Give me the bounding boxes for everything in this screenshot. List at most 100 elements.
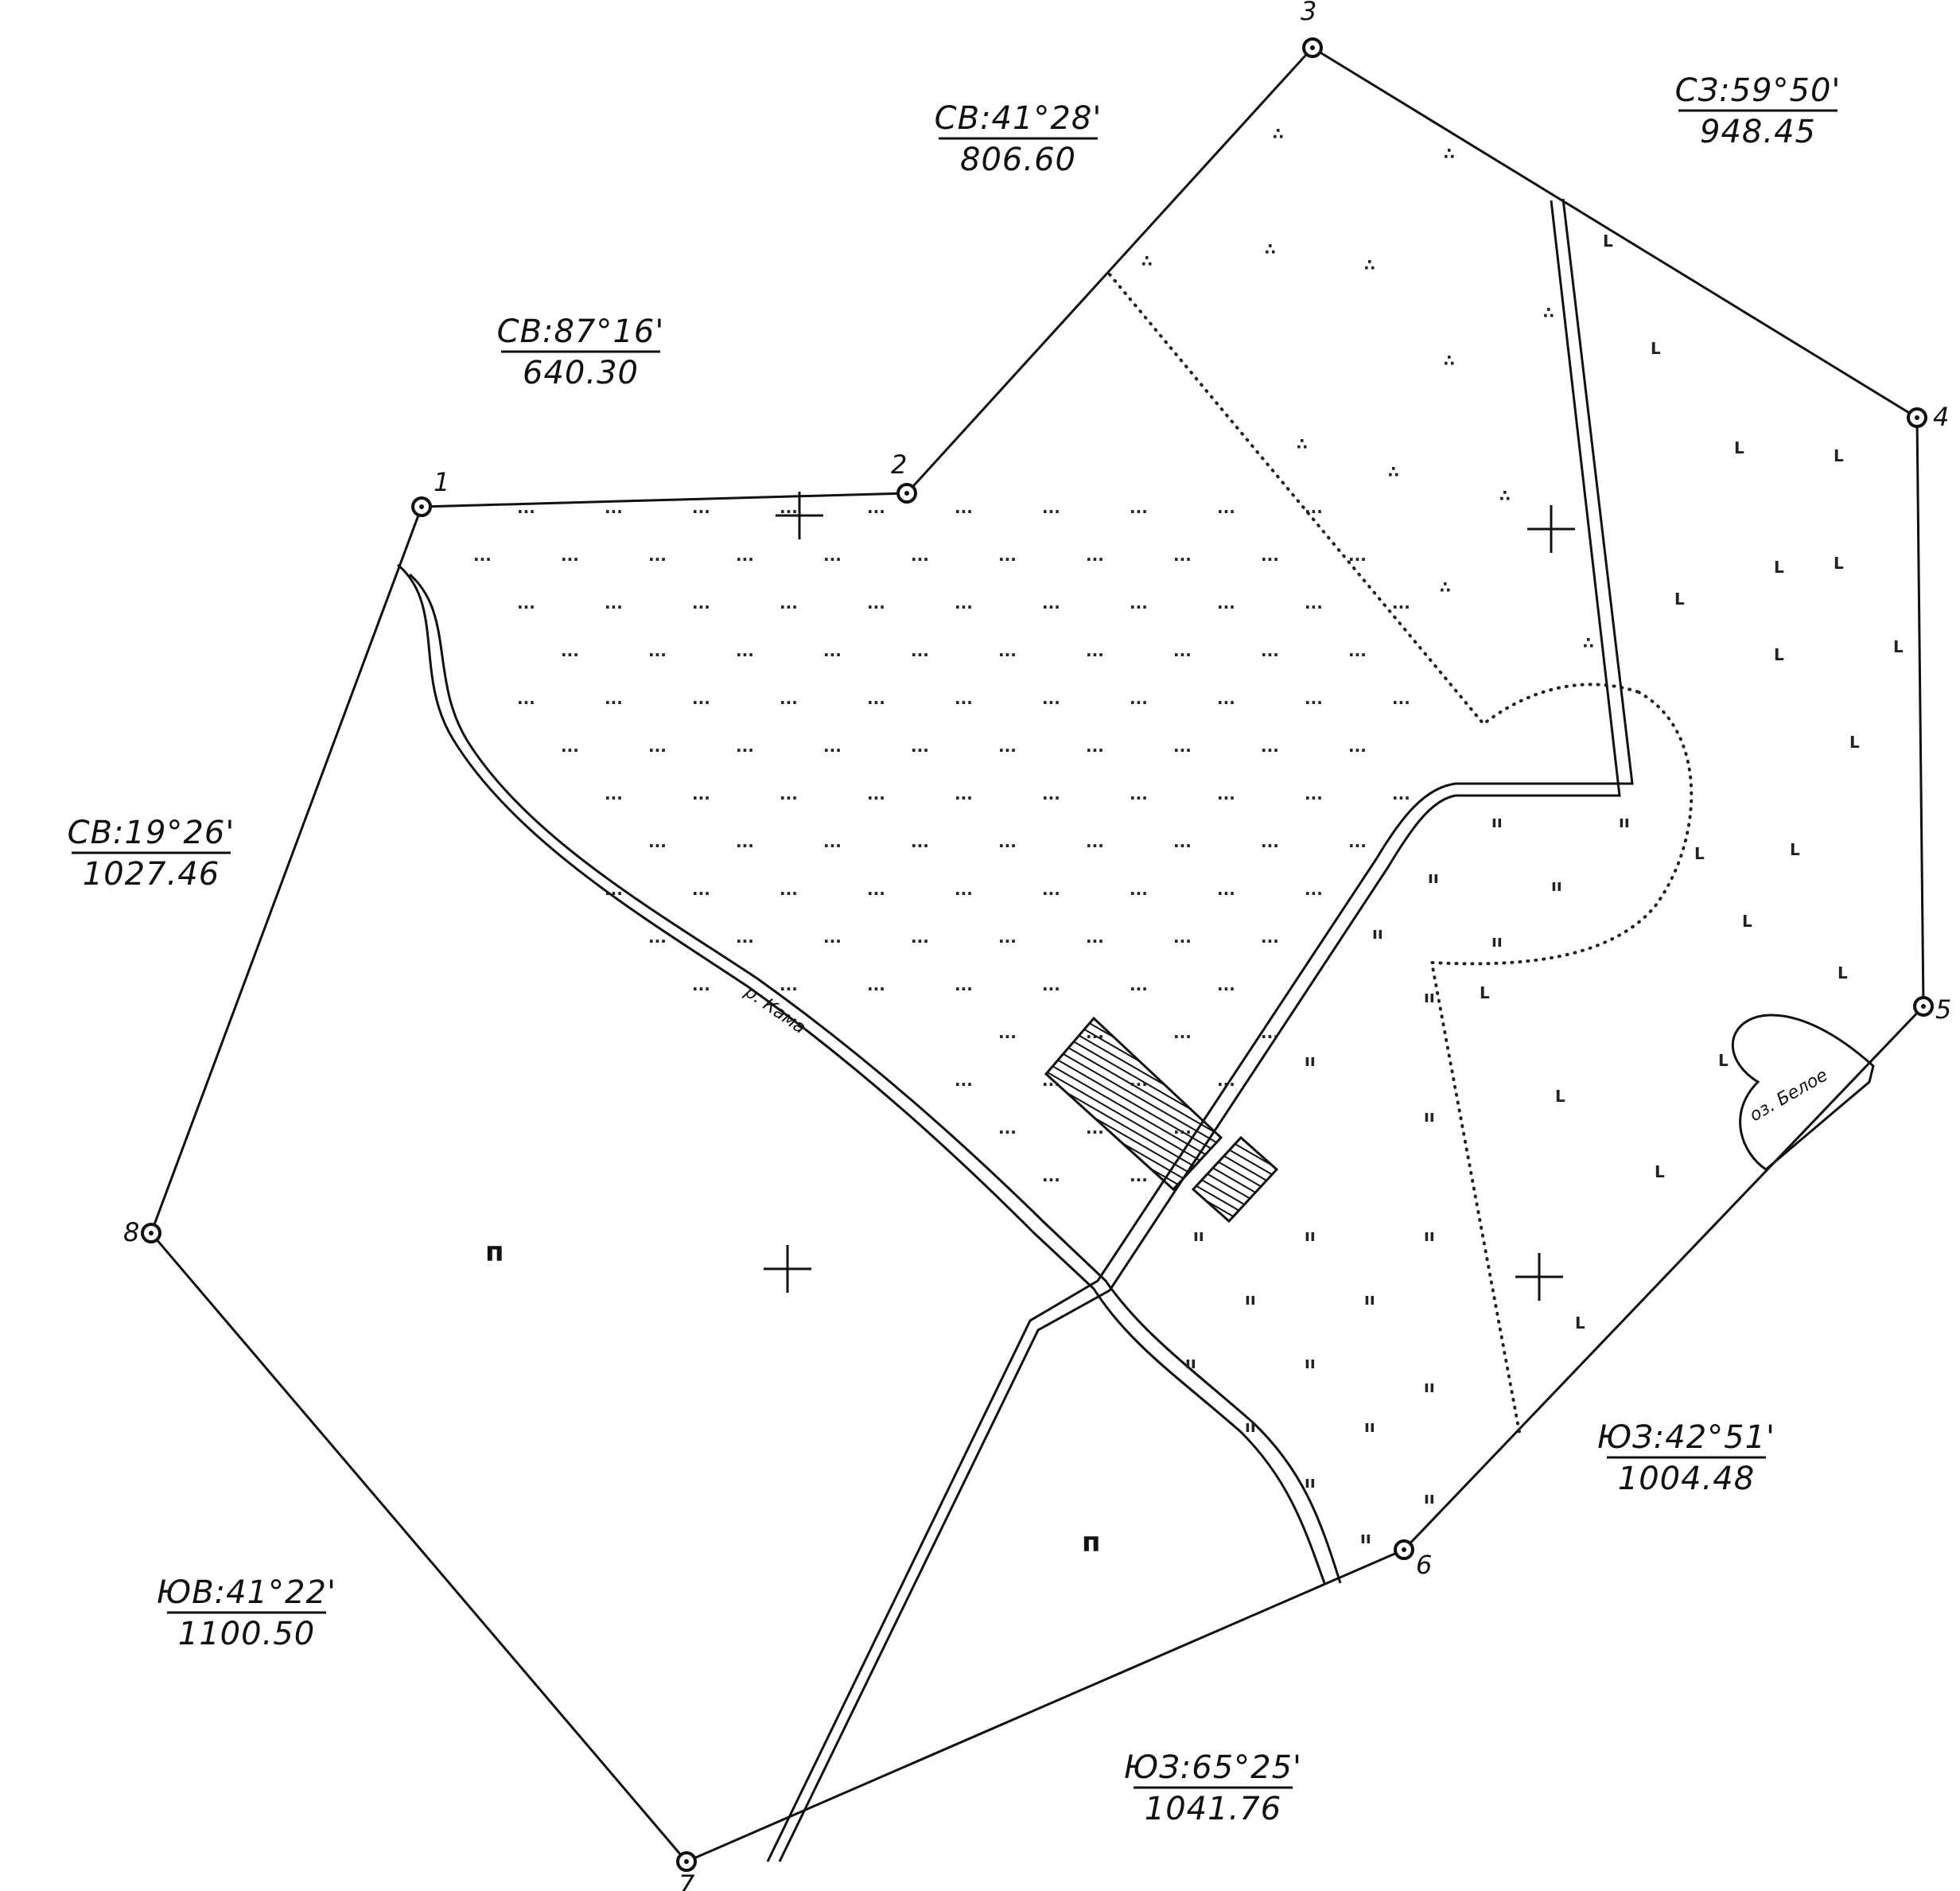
pasture-symbol-icon: ··· [1130, 502, 1148, 521]
pasture-symbol-icon: ··· [1392, 693, 1410, 712]
shrub-symbol-icon: L [1555, 1087, 1565, 1106]
bearing-distance: 1027.46 [83, 856, 220, 893]
pasture-symbol-icon: ··· [1130, 1075, 1148, 1094]
meadow-symbol-icon: ıı [1364, 1417, 1375, 1436]
pasture-symbol-icon: ··· [1130, 597, 1148, 617]
meadow-symbol-icon: ıı [1372, 924, 1383, 943]
meadow-symbol-icon: ıı [1424, 1377, 1435, 1396]
pasture-symbol-icon: ··· [1305, 502, 1323, 521]
pasture-symbol-icon: ··· [1086, 741, 1104, 760]
pasture-symbol-icon: ··· [823, 932, 842, 951]
pasture-symbol-icon: ··· [867, 979, 885, 998]
pasture-symbol-icon: ··· [823, 645, 842, 664]
point-number: 3 [1301, 0, 1316, 26]
pasture-symbol-icon: ··· [955, 979, 973, 998]
pasture-symbol-icon: ··· [1130, 1170, 1148, 1189]
pasture-symbol-icon: ··· [1042, 1170, 1060, 1189]
meadow-symbol-icon: ıı [1424, 987, 1435, 1006]
meadow-symbol-icon: ıı [1424, 1107, 1435, 1126]
pasture-symbol-icon: ··· [1086, 1123, 1104, 1142]
pasture-symbol-icon: ··· [823, 741, 842, 760]
boundary-point-7: 7 [676, 1851, 697, 1891]
pasture-symbol-icon: ··· [955, 788, 973, 807]
pasture-symbol-icon: ··· [561, 741, 579, 760]
pasture-symbol-icon: ··· [1173, 836, 1192, 855]
meadow-symbol-icon: ıı [1245, 1290, 1256, 1309]
pasture-symbol-icon: ··· [1042, 788, 1060, 807]
pasture-symbol-icon: ··· [780, 693, 798, 712]
lake: оз. Белое [1731, 1014, 1875, 1171]
pasture-symbol-icon: ··· [1086, 836, 1104, 855]
meadow-symbol-icon: ıı [1364, 1290, 1375, 1309]
pasture-symbol-icon: ··· [1086, 1027, 1104, 1046]
meadow-symbol-icon: ıı [1428, 868, 1439, 887]
pasture-symbol-icon: ··· [1042, 502, 1060, 521]
shrub-symbol-icon: L [1790, 840, 1800, 859]
plot-boundary [150, 46, 1925, 1863]
bearing-angle: СВ:87°16' [497, 313, 665, 350]
meadow-symbol-icon: ıı [1551, 876, 1562, 895]
shrub-symbol-icon: L [1849, 733, 1860, 752]
pasture-symbol-icon: ··· [780, 502, 798, 521]
bearing-label: СВ:87°16' 640.30 [497, 313, 665, 391]
meadow-symbol-icon: ıı [1491, 812, 1503, 831]
forest-symbol-icon: ∴ [1388, 462, 1399, 481]
point-center-icon [1915, 415, 1919, 420]
bearing-distance: 640.30 [523, 355, 639, 391]
pasture-symbol-icon: ··· [867, 884, 885, 903]
pasture-symbol-icon: ··· [998, 836, 1017, 855]
pasture-symbol-icon: ··· [692, 502, 710, 521]
bearing-angle: ЮЗ:65°25' [1124, 1749, 1302, 1786]
pasture-symbol-icon: ··· [1042, 597, 1060, 617]
pasture-symbol-icon: ··· [1173, 741, 1192, 760]
pasture-symbol-icon: ··· [1042, 693, 1060, 712]
pasture-symbol-icon: ··· [955, 693, 973, 712]
pasture-symbol-icon: ··· [955, 597, 973, 617]
arable-label-south: п [1082, 1527, 1101, 1558]
forest-symbol-icon: ∴ [1583, 633, 1594, 652]
forest-symbol-icon: ∴ [1297, 434, 1308, 453]
shrub-symbol-icon: L [1480, 983, 1490, 1002]
boundary-point-1: 1 [411, 467, 449, 517]
meadow-symbol-icon: ıı [1193, 1226, 1204, 1245]
pasture-symbol-icon: ··· [1042, 1075, 1060, 1094]
pasture-symbol-icon: ··· [1261, 1027, 1279, 1046]
point-number: 7 [679, 1870, 695, 1891]
point-number: 8 [123, 1217, 139, 1247]
shrub-symbol-icon: L [1838, 963, 1848, 982]
pasture-symbol-icon: ··· [867, 502, 885, 521]
meadow-symbol-icon: ıı [1305, 1353, 1316, 1372]
bearing-angle: СВ:41°28' [935, 100, 1102, 137]
pasture-symbol-icon: ··· [1261, 645, 1279, 664]
pasture-symbol-icon: ··· [998, 550, 1017, 569]
pasture-symbol-icon: ··· [561, 645, 579, 664]
pasture-symbol-icon: ··· [1348, 741, 1367, 760]
pasture-symbol-icon: ··· [911, 932, 929, 951]
pasture-symbol-icon: ··· [911, 741, 929, 760]
pasture-symbol-icon: ··· [648, 932, 667, 951]
pasture-symbol-icon: ··· [1348, 645, 1367, 664]
pasture-symbol-icon: ··· [736, 932, 754, 951]
pasture-symbol-icon: ··· [692, 693, 710, 712]
pasture-symbol-icon: ··· [1042, 884, 1060, 903]
building-small [1191, 1135, 1279, 1224]
pasture-symbol-icon: ··· [1086, 550, 1104, 569]
forest-symbol-icon: ∴ [1273, 124, 1284, 143]
pasture-symbol-icon: ··· [1305, 884, 1323, 903]
pasture-symbol-icon: ··· [1173, 1027, 1192, 1046]
pasture-symbol-icon: ··· [736, 550, 754, 569]
meadow-symbol-icon: ıı [1424, 1226, 1435, 1245]
pasture-symbol-icon: ··· [1261, 932, 1279, 951]
pasture-symbol-icon: ··· [561, 550, 579, 569]
pasture-symbol-icon: ··· [1217, 979, 1235, 998]
bearing-distance: 1004.48 [1618, 1461, 1755, 1497]
pasture-symbol-icon: ··· [955, 1075, 973, 1094]
forest-symbol-icon: ∴ [1543, 303, 1554, 322]
pasture-symbol-icon: ··· [605, 502, 623, 521]
bearing-angle: СЗ:59°50' [1675, 72, 1841, 109]
pasture-symbol-icon: ··· [1130, 788, 1148, 807]
pasture-symbol-icon: ··· [1392, 597, 1410, 617]
boundary-point-5: 5 [1913, 994, 1951, 1025]
